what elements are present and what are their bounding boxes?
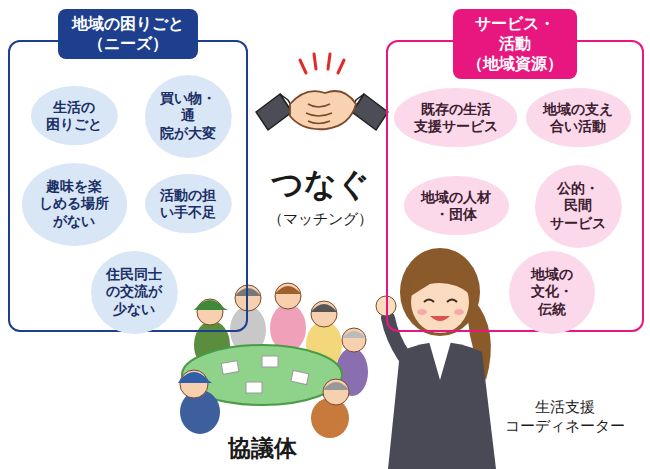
heading-tab: サービス・活動 （地域資源）: [453, 9, 577, 79]
handshake-icon: [256, 54, 388, 130]
oval-fill: [91, 251, 178, 334]
item-text: 既存の生活 支援サービス: [414, 101, 498, 136]
coordinator-figure: [376, 248, 496, 469]
heading-text: サービス・活動 （地域資源）: [467, 14, 563, 74]
item-text: 公的・民間 サービス: [550, 180, 606, 233]
item-oval: 住民同士 の交流が 少ない: [90, 250, 179, 335]
oval-fill: [22, 163, 127, 246]
item-oval: 趣味を楽 しめる場所 がない: [21, 162, 128, 247]
item-text: 買い物・通 院が大変: [160, 90, 216, 143]
oval-fill: [404, 176, 509, 235]
item-oval: 活動の担 い手不足: [144, 173, 233, 234]
oval-fill: [526, 88, 631, 147]
item-oval: 公的・民間 サービス: [534, 164, 623, 249]
oval-fill: [145, 75, 232, 158]
coordinator-label: 生活支援 コーディネーター: [505, 398, 625, 436]
oval-fill: [31, 86, 118, 145]
region-box: サービス・活動 （地域資源）既存の生活 支援サービス地域の支え 合い活動地域の人…: [386, 40, 644, 332]
item-text: 住民同士 の交流が 少ない: [106, 266, 162, 319]
council-label: 協議体: [228, 434, 297, 463]
item-text: 地域の支え 合い活動: [543, 101, 613, 136]
oval-fill: [535, 165, 622, 248]
item-text: 生活の 困りごと: [46, 99, 102, 134]
heading-tab: 地域の困りごと （ニーズ）: [58, 9, 198, 59]
oval-fill: [509, 251, 595, 334]
item-oval: 地域の人材 ・団体: [403, 175, 510, 236]
item-text: 地域の 文化・伝統: [531, 266, 573, 319]
item-oval: 生活の 困りごと: [30, 85, 119, 146]
item-oval: 地域の支え 合い活動: [525, 87, 632, 148]
region-box: 地域の困りごと （ニーズ）生活の 困りごと買い物・通 院が大変趣味を楽 しめる場…: [8, 40, 248, 332]
oval-fill: [145, 174, 232, 233]
item-text: 地域の人材 ・団体: [421, 189, 491, 224]
connect-label: つなぐ: [271, 164, 370, 204]
item-oval: 買い物・通 院が大変: [144, 74, 233, 159]
item-oval: 地域の 文化・伝統: [508, 250, 596, 335]
heading-text: 地域の困りごと （ニーズ）: [72, 14, 184, 54]
meeting-illustration: [178, 283, 368, 438]
oval-fill: [394, 88, 517, 147]
item-oval: 既存の生活 支援サービス: [393, 87, 518, 148]
matching-label: （マッチング）: [268, 210, 373, 229]
item-text: 趣味を楽 しめる場所 がない: [39, 178, 109, 231]
item-text: 活動の担 い手不足: [160, 187, 216, 222]
